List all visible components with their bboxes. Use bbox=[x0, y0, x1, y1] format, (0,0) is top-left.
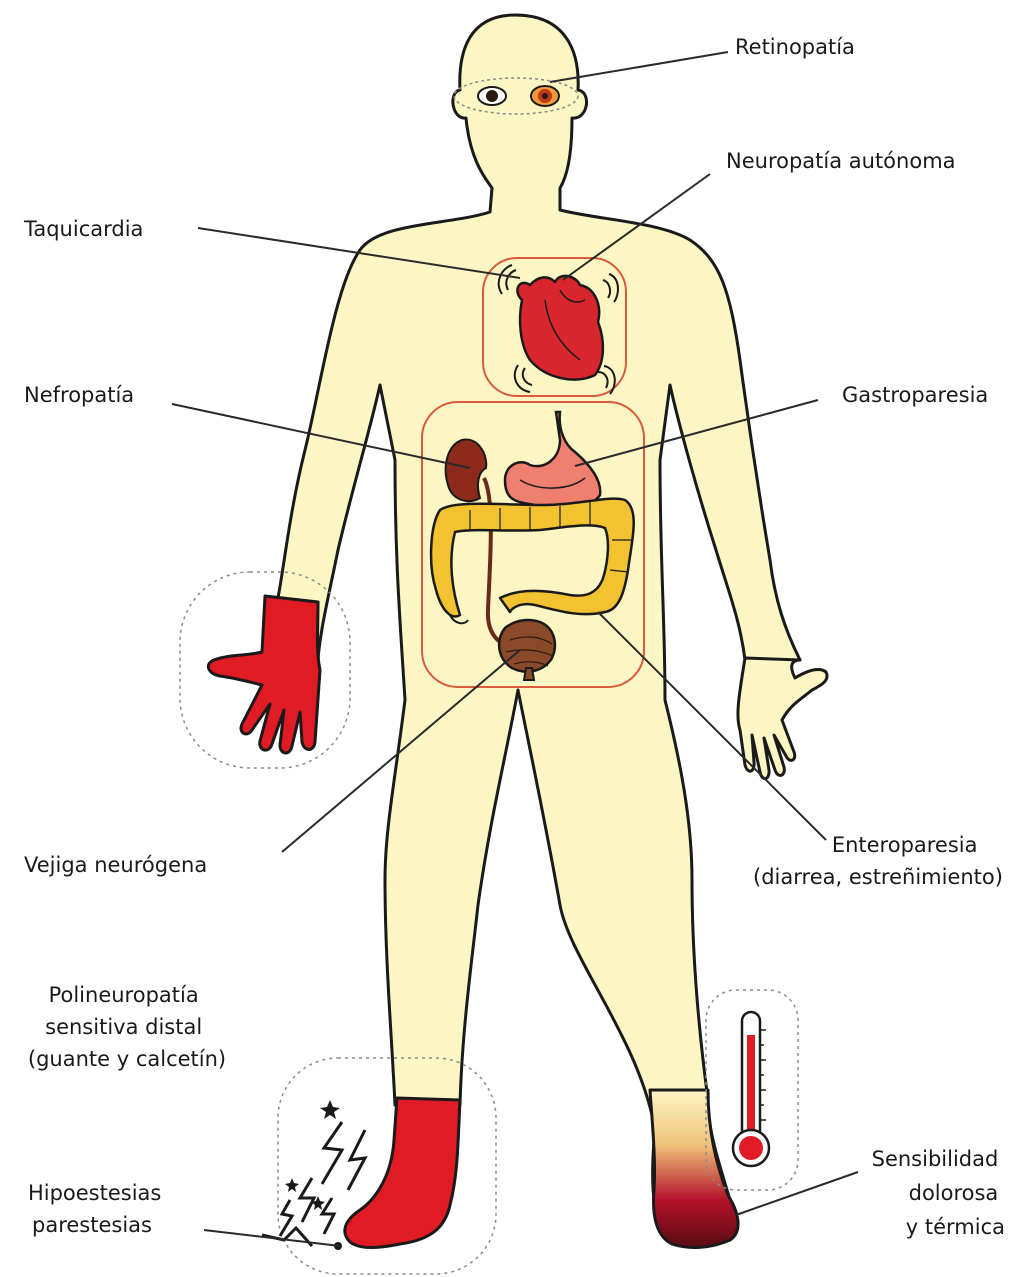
label-polineuropatia: Polineuropatía sensitiva distal (guante … bbox=[28, 983, 226, 1071]
label-retinopatia: Retinopatía bbox=[735, 35, 855, 59]
sock-foot-icon bbox=[345, 1098, 460, 1248]
label-sensibilidad: Sensibilidad dolorosa y térmica bbox=[872, 1147, 1005, 1239]
label-hipoestesias-line2: parestesias bbox=[32, 1213, 152, 1237]
affected-foot bbox=[650, 1090, 738, 1247]
spark-icon bbox=[285, 1100, 342, 1250]
label-taquicardia: Taquicardia bbox=[23, 217, 143, 241]
label-polineuropatia-line2: sensitiva distal bbox=[45, 1015, 202, 1039]
label-enteroparesia-line1: Enteroparesia bbox=[832, 833, 978, 857]
label-hipoestesias: Hipoestesias parestesias bbox=[28, 1181, 168, 1237]
label-gastroparesia: Gastroparesia bbox=[842, 383, 988, 407]
label-sensibilidad-line3: y térmica bbox=[906, 1215, 1005, 1239]
label-enteroparesia: Enteroparesia (diarrea, estreñimiento) bbox=[753, 833, 1003, 889]
bare-hand bbox=[738, 658, 827, 779]
label-enteroparesia-line2: (diarrea, estreñimiento) bbox=[753, 865, 1003, 889]
label-hipoestesias-line1: Hipoestesias bbox=[28, 1181, 161, 1205]
label-polineuropatia-line1: Polineuropatía bbox=[49, 983, 199, 1007]
label-sensibilidad-line1: Sensibilidad bbox=[872, 1147, 999, 1171]
label-sensibilidad-line2: dolorosa bbox=[909, 1181, 999, 1205]
glove-hand-icon bbox=[208, 596, 320, 753]
label-neuropatia-autonoma: Neuropatía autónoma bbox=[726, 149, 956, 173]
label-polineuropatia-line3: (guante y calcetín) bbox=[28, 1047, 226, 1071]
leader-hipoestesias bbox=[204, 1230, 340, 1246]
eye-icon bbox=[478, 87, 506, 105]
label-vejiga-neurogena: Vejiga neurógena bbox=[24, 853, 207, 877]
thermometer-icon bbox=[733, 1012, 769, 1166]
label-nefropatia: Nefropatía bbox=[24, 383, 134, 407]
eye-icon-affected bbox=[531, 86, 559, 106]
leader-sensibilidad bbox=[736, 1172, 858, 1215]
